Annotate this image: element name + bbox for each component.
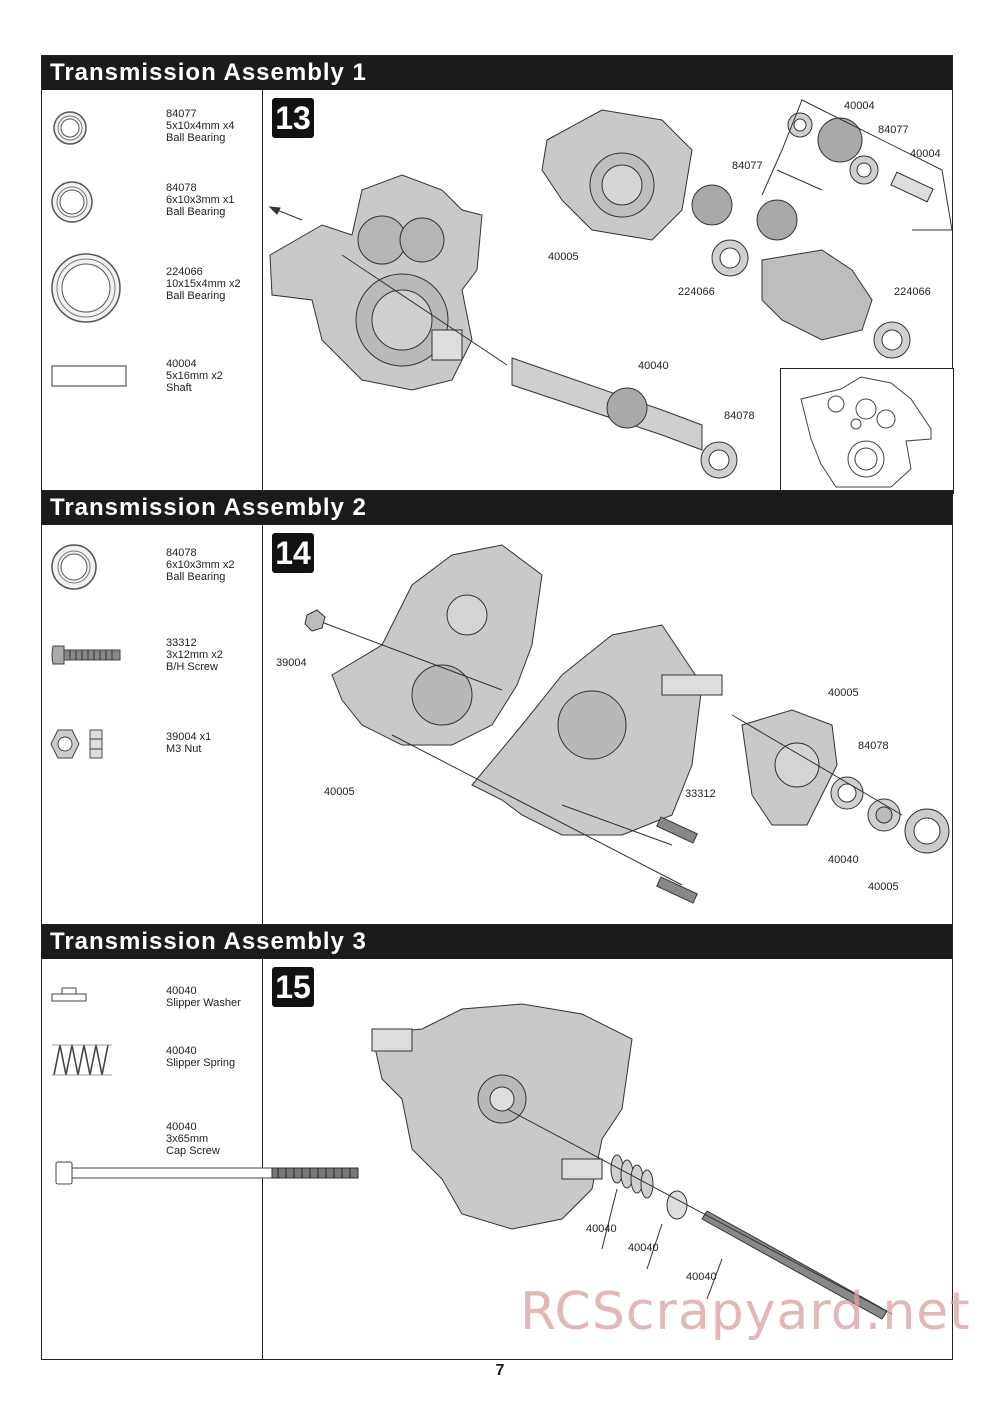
part-number: 40040 — [166, 1121, 197, 1133]
part-desc: Ball Bearing — [166, 571, 226, 583]
exploded-view-illustration — [371, 1003, 893, 1320]
step-number: 15 — [272, 967, 314, 1007]
part-desc: Cap Screw — [166, 1145, 220, 1157]
callout-label: 40040 — [586, 1223, 617, 1235]
part-desc: Ball Bearing — [166, 290, 226, 302]
section-transmission-assembly-1: Transmission Assembly 1 84077 5x10x4mm x… — [41, 55, 954, 494]
shaft-icon — [50, 364, 130, 388]
callout-label: 40040 — [828, 854, 859, 866]
reference-inset — [780, 368, 954, 494]
part-number: 40004 — [166, 358, 197, 370]
parts-list: 84078 6x10x3mm x2 Ball Bearing 33312 3x1… — [42, 525, 263, 925]
callout-label: 84078 — [724, 410, 755, 422]
part-size: 5x10x4mm x4 — [166, 120, 235, 132]
screw-icon — [50, 643, 124, 667]
page-number: 7 — [495, 1362, 505, 1379]
ball-bearing-icon — [50, 108, 90, 148]
part-desc: Slipper Spring — [166, 1057, 236, 1069]
exploded-view-illustration — [268, 99, 952, 479]
section-title: Transmission Assembly 2 — [42, 491, 952, 525]
part-size: 3x12mm x2 — [166, 649, 223, 661]
callout-label: 40004 — [910, 148, 941, 160]
callout-label: 40040 — [638, 360, 669, 372]
part-number: 224066 — [166, 266, 203, 278]
cap-screw-icon — [54, 1159, 360, 1187]
part-number: 33312 — [166, 637, 197, 649]
part-number: 84078 — [166, 182, 197, 194]
ball-bearing-icon — [50, 180, 94, 224]
part-desc: B/H Screw — [166, 661, 218, 673]
nut-icon — [50, 727, 110, 761]
parts-list: 40040 Slipper Washer 40040 Slipper Sprin… — [42, 959, 263, 1359]
section-transmission-assembly-2: Transmission Assembly 2 84078 6x10x3mm x… — [41, 490, 953, 926]
part-desc: Ball Bearing — [166, 206, 226, 218]
part-number: 84078 — [166, 547, 197, 559]
callout-label: 40005 — [868, 881, 899, 893]
callout-label: 84078 — [858, 740, 889, 752]
part-number: 84077 — [166, 108, 197, 120]
part-number: 40040 — [166, 985, 197, 997]
gearbox-reference-illustration — [800, 376, 932, 488]
assembly-diagram: 13 — [262, 90, 954, 494]
callout-label: 40005 — [548, 251, 579, 263]
callout-label: 33312 — [685, 788, 716, 800]
part-desc: M3 Nut — [166, 743, 202, 755]
callout-label: 40005 — [828, 687, 859, 699]
part-size: 5x16mm x2 — [166, 370, 223, 382]
part-desc: Slipper Washer — [166, 997, 241, 1009]
assembly-diagram: 15 — [262, 959, 952, 1359]
part-number: 39004 x1 — [166, 731, 212, 743]
part-number: 40040 — [166, 1045, 197, 1057]
section-title: Transmission Assembly 3 — [42, 925, 952, 959]
part-size: 3x65mm — [166, 1133, 209, 1145]
callout-label: 84077 — [878, 124, 909, 136]
section-title: Transmission Assembly 1 — [42, 56, 952, 90]
callout-label: 40004 — [844, 100, 875, 112]
step-number: 13 — [272, 98, 314, 138]
callout-label: 224066 — [894, 286, 931, 298]
ball-bearing-icon — [50, 252, 122, 324]
assembly-diagram: 14 — [262, 525, 952, 925]
parts-list: 84077 5x10x4mm x4 Ball Bearing 84078 6x1… — [42, 90, 263, 490]
step-number: 14 — [272, 533, 314, 573]
ball-bearing-icon — [50, 543, 98, 591]
part-size: 6x10x3mm x1 — [166, 194, 235, 206]
callout-label: 39004 — [276, 657, 307, 669]
callout-label: 40040 — [686, 1271, 717, 1283]
part-size: 10x15x4mm x2 — [166, 278, 241, 290]
watermark: RCScrapyard.net — [520, 1282, 971, 1342]
washer-icon — [50, 987, 90, 1003]
callout-label: 224066 — [678, 286, 715, 298]
spring-icon — [50, 1041, 114, 1081]
part-desc: Ball Bearing — [166, 132, 226, 144]
callout-label: 84077 — [732, 160, 763, 172]
exploded-view-illustration — [304, 544, 950, 904]
section-transmission-assembly-3: Transmission Assembly 3 40040 Slipper Wa… — [41, 924, 953, 1360]
part-desc: Shaft — [166, 382, 192, 394]
part-size: 6x10x3mm x2 — [166, 559, 235, 571]
callout-label: 40040 — [628, 1242, 659, 1254]
callout-label: 40005 — [324, 786, 355, 798]
